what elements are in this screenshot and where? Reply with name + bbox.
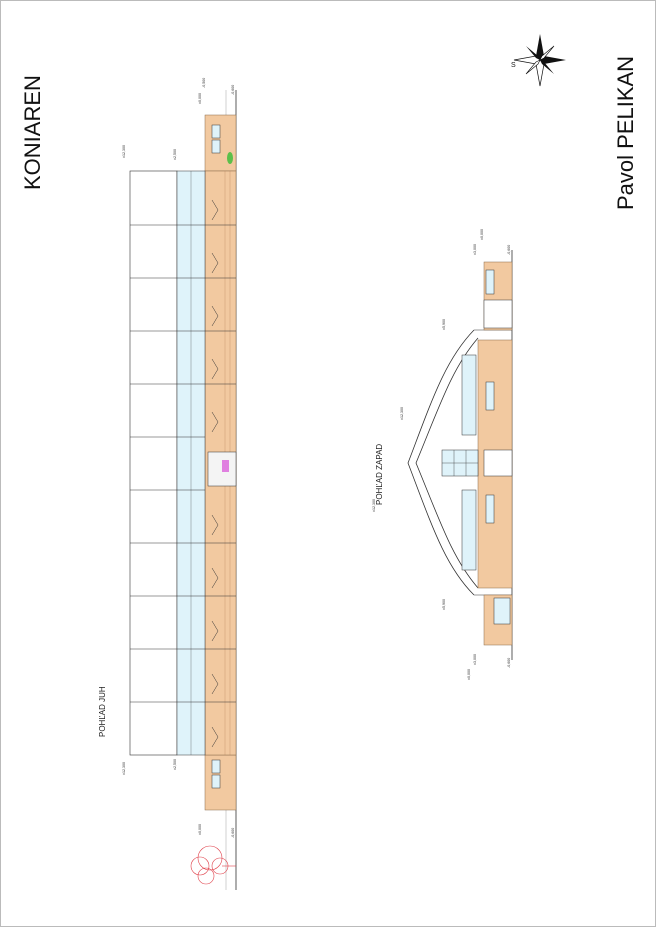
level-label: ±0,000 bbox=[480, 229, 484, 240]
gable-roof-outer bbox=[407, 329, 475, 596]
end-block-bottom bbox=[204, 754, 237, 811]
level-label: ±5,900 bbox=[442, 319, 446, 330]
south-elevation: ±12,300 ±2,500 ±0,000 -0,500 -0,600 ±12,… bbox=[98, 78, 237, 890]
level-label: ±12,300 bbox=[372, 499, 376, 512]
door-figure-icon bbox=[222, 460, 229, 472]
plant-icon bbox=[227, 152, 233, 164]
level-label: ±2,500 bbox=[173, 149, 177, 160]
level-label: ±12,300 bbox=[122, 145, 126, 158]
level-label: ±0,000 bbox=[198, 93, 202, 104]
gable-roof-inner bbox=[415, 337, 479, 589]
side-window-bottom bbox=[493, 597, 511, 625]
gable-window-bottom bbox=[461, 489, 477, 571]
level-label: ±5,900 bbox=[442, 599, 446, 610]
level-label: -0,600 bbox=[507, 658, 511, 668]
level-label: ±12,300 bbox=[400, 407, 404, 420]
level-label: ±0,000 bbox=[198, 824, 202, 835]
roof-frame bbox=[129, 170, 178, 756]
tree-icon bbox=[190, 845, 236, 885]
level-label: -0,500 bbox=[202, 78, 206, 88]
level-label: -0,600 bbox=[507, 245, 511, 255]
author-name: Pavol PELIKAN bbox=[613, 56, 638, 210]
level-marks-west: ±12,300 ±12,300 ±5,900 ±5,900 ±3,000 ±3,… bbox=[372, 229, 511, 680]
north-arrow-compass-icon bbox=[513, 34, 566, 87]
level-marks-south: ±12,300 ±2,500 ±0,000 -0,500 -0,600 ±12,… bbox=[122, 78, 235, 838]
level-label: ±3,000 bbox=[473, 654, 477, 665]
compass-label: S bbox=[511, 62, 516, 69]
level-label: ±0,000 bbox=[467, 669, 471, 680]
level-label: ±12,300 bbox=[122, 762, 126, 775]
west-door bbox=[483, 449, 513, 477]
view-label-south: POHĽAD JUH bbox=[98, 686, 107, 737]
level-label: -0,600 bbox=[231, 85, 235, 95]
view-label-west: POHĽAD ZAPAD bbox=[375, 444, 384, 505]
west-elevation: ±12,300 ±12,300 ±5,900 ±5,900 ±3,000 ±3,… bbox=[372, 229, 513, 680]
entrance-door bbox=[207, 451, 237, 487]
level-label: ±3,000 bbox=[473, 244, 477, 255]
project-title: KONIAREN bbox=[20, 75, 45, 190]
gable-window-top bbox=[461, 354, 477, 436]
side-door-top bbox=[483, 299, 513, 329]
level-label: ±2,500 bbox=[173, 759, 177, 770]
level-label: -0,600 bbox=[231, 828, 235, 838]
